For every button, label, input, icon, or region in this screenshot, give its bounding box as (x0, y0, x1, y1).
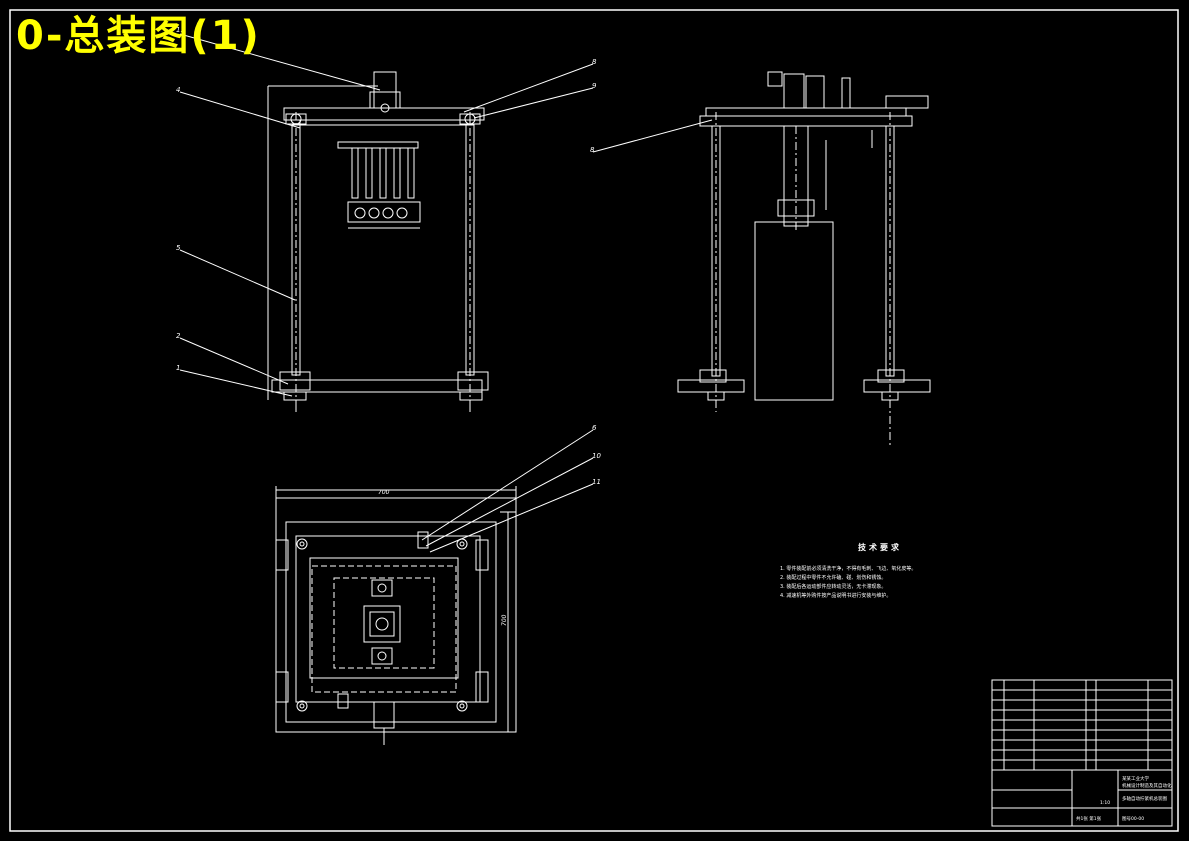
balloon-top-1: 6 (592, 424, 597, 432)
balloon-front-6: 8 (592, 58, 597, 66)
balloon-front-5: 1 (176, 364, 180, 372)
balloon-front-7: 9 (592, 82, 597, 90)
front-view (179, 33, 594, 412)
title-block-scale: 1:10 (1100, 800, 1110, 806)
title-block (991, 679, 1173, 827)
balloon-front-3: 5 (176, 244, 181, 252)
tech-req-item-4: 4. 减速机等外购件按产品说明书进行安装与维护。 (780, 592, 891, 599)
tech-req-item-2: 2. 装配过程中零件不允许磕、碰、划伤和锈蚀。 (780, 574, 886, 581)
top-view (275, 429, 594, 745)
title-block-line1: 某某工业大学 (1122, 775, 1149, 782)
balloon-front-4: 2 (176, 332, 181, 340)
title-block-line2: 机械设计制造及其自动化 (1122, 782, 1172, 789)
balloon-top-3: 11 (592, 478, 601, 486)
dim-top-width: 700 (378, 489, 390, 496)
dim-top-height: 700 (501, 614, 508, 626)
balloon-front-2: 4 (176, 86, 180, 94)
tech-req-item-3: 3. 装配后各运动部件应转动灵活，无卡滞现象。 (780, 583, 886, 590)
balloon-side-1: 8 (590, 146, 595, 154)
side-view (592, 71, 931, 445)
outer-frame (9, 9, 1179, 832)
title-block-drawing-name: 多轴自动拧紧机总装图 (1122, 795, 1167, 802)
tech-req-item-1: 1. 零件装配前必须清洗干净，不得有毛刺、飞边、氧化皮等。 (780, 565, 916, 572)
balloon-front-1: 11 (176, 26, 185, 34)
title-block-sheet: 共1张 第1张 (1076, 815, 1102, 822)
sheet-title: 0-总装图(1) (16, 13, 261, 59)
title-block-file: 图号00-00 (1122, 816, 1144, 822)
balloon-top-2: 10 (592, 452, 601, 460)
tech-req-heading: 技术要求 (858, 542, 902, 552)
